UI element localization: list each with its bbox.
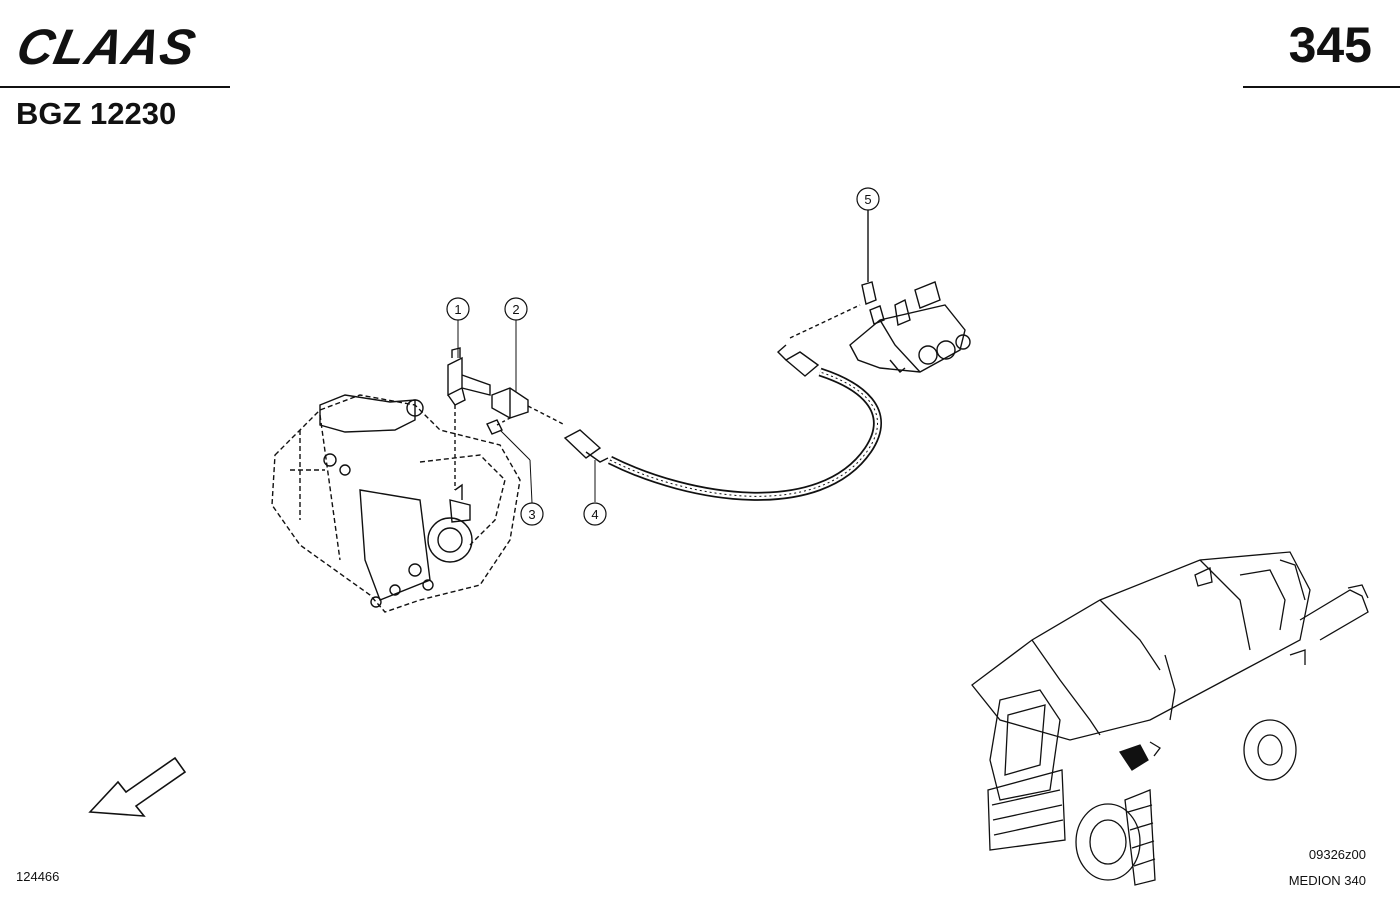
part-4-hydraulic-hose: [563, 304, 882, 501]
callout-labels: 1 2 3 4 5: [454, 192, 871, 522]
page-number: 345: [1288, 17, 1372, 73]
callout-label-5: 5: [864, 192, 871, 207]
callout-circles: [446, 187, 880, 526]
callout-circle-4: [583, 502, 607, 526]
group-code: BGZ 12230: [16, 96, 177, 131]
part-1-tee-fitting: [447, 347, 491, 490]
callout-circle-2: [504, 297, 528, 321]
drawing-id: 124466: [16, 869, 60, 884]
callout-leaders: [457, 320, 596, 504]
header-rule-right: [1243, 86, 1400, 88]
part-3-plug-screw: [486, 417, 511, 435]
callout-label-3: 3: [528, 507, 535, 522]
part-2-union-nut: [491, 387, 566, 426]
hydraulic-pump: [271, 394, 521, 613]
callout-circle-5: [856, 187, 880, 211]
control-valve-block: [849, 281, 971, 373]
header-rule-left: [0, 86, 230, 88]
figure-code: 09326z00: [1308, 847, 1366, 862]
callout-label-1: 1: [454, 302, 461, 317]
combine-harvester-sketch: [971, 551, 1369, 886]
callout-label-4: 4: [591, 507, 598, 522]
pump-details: [319, 394, 473, 608]
machine-model: MEDION 340: [1288, 873, 1366, 888]
callout-circle-3: [520, 502, 544, 526]
callout-label-2: 2: [512, 302, 519, 317]
orientation-arrow: [88, 756, 187, 817]
callout-circle-1: [446, 297, 470, 321]
part-5-valve-fitting: [861, 210, 877, 305]
